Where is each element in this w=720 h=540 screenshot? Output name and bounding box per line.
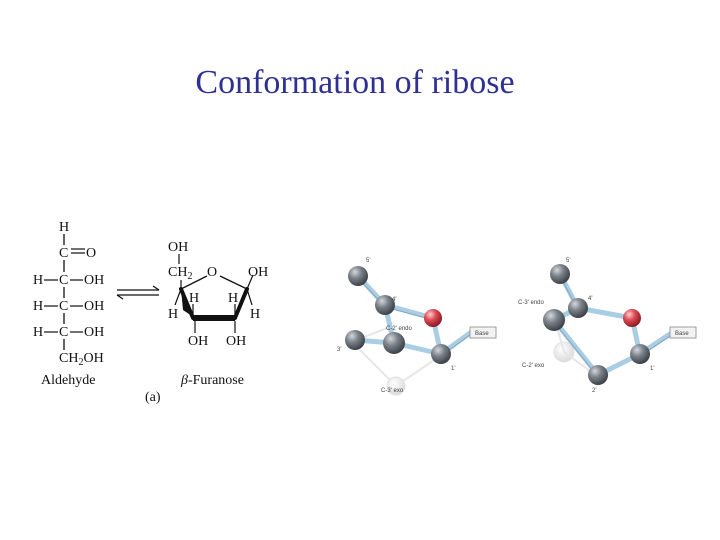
carbon-atom-5p [550, 264, 570, 284]
ring-bond [180, 275, 208, 290]
base-label: Base [475, 331, 489, 337]
furanose-bond [246, 288, 253, 306]
ball-stick-model-c3-endo: Base 5' 4' 2' 1' C-3' endo C-2' exo [518, 258, 697, 394]
carbon-atom-3p [543, 309, 565, 331]
fischer-oxygen: O [86, 246, 96, 261]
panel-label-a: (a) [145, 390, 161, 405]
furanose-ring-o: O [207, 265, 217, 280]
haworth-furanose: OH CH2 O OH H H H H OH OH β-Furanose (a) [145, 240, 268, 405]
label-1p: 1' [451, 366, 455, 372]
fischer-row2-left: H [33, 299, 43, 314]
fischer-row1-left: H [33, 273, 43, 288]
fischer-projection: H C O H C OH H C OH H C OH CH2OH Aldehyd… [33, 220, 104, 388]
fischer-top-h: H [59, 220, 69, 235]
furanose-h-out-left: H [168, 307, 178, 322]
fischer-ch: CH [59, 351, 78, 366]
ball-stick-model-c2-endo: Base 5' 4' 3' 1' C-2' endo C-3' exo [337, 258, 497, 396]
furanose-oh-bottom-left: OH [188, 334, 208, 349]
slide-title: Conformation of ribose [195, 64, 515, 101]
base-box [669, 326, 697, 339]
carbon-atom-2p [588, 365, 608, 385]
fischer-row3-center: C [59, 325, 68, 340]
fischer-row1-right: OH [84, 273, 104, 288]
carbon-atom-2p [383, 332, 405, 354]
furanose-ch2-oh: OH [168, 240, 188, 255]
ring-bond [219, 275, 248, 290]
furanose-h-out-right: H [250, 307, 260, 322]
ghost-atom [386, 376, 406, 396]
fischer-ch2oh: CH2OH [59, 351, 104, 368]
furanose-oh-bottom-right: OH [226, 334, 246, 349]
label-1p: 1' [650, 366, 654, 372]
label-4p: 4' [588, 296, 592, 302]
carbon-atom-3p [345, 330, 365, 350]
oxygen-atom-ring [424, 309, 442, 327]
carbon-atom-5p [348, 266, 368, 286]
furanose-oh-right: OH [248, 265, 268, 280]
carbon-atom-4p [375, 295, 395, 315]
furanose-caption-beta: β [180, 373, 188, 388]
base-label: Base [675, 331, 689, 337]
furanose-bond [246, 274, 254, 290]
label-5p: 5' [366, 258, 370, 264]
label-3p: 3' [337, 347, 341, 353]
base-box [469, 326, 497, 339]
label-2p: 2' [592, 388, 596, 394]
fischer-sub: 2 [78, 357, 83, 368]
furanose-sub: 2 [187, 271, 192, 282]
furanose-h-in-left: H [189, 291, 199, 306]
furanose-ch: CH [168, 265, 187, 280]
carbon-atom-1p [630, 344, 650, 364]
fischer-row3-left: H [33, 325, 43, 340]
furanose-caption: β-Furanose [180, 373, 244, 388]
carbon-atom-1p [431, 344, 451, 364]
carbon-atom-4p [568, 298, 588, 318]
furanose-bond [174, 288, 182, 306]
fischer-carbonyl-c: C [59, 246, 68, 261]
ring-bond-thick [233, 287, 249, 320]
fischer-row2-center: C [59, 299, 68, 314]
label-conformation-endo: C-2' endo [386, 326, 412, 332]
fischer-row1-center: C [59, 273, 68, 288]
bond-group [551, 271, 673, 378]
label-4p: 4' [392, 297, 396, 303]
equilibrium-arrow [116, 285, 160, 300]
furanose-caption-rest: -Furanose [188, 373, 244, 388]
oxygen-atom-ring [623, 309, 641, 327]
fischer-caption: Aldehyde [41, 373, 95, 388]
furanose-ch2: CH2 [168, 265, 192, 282]
fischer-row3-right: OH [84, 325, 104, 340]
bond-group [352, 273, 473, 357]
label-5p: 5' [566, 258, 570, 264]
fischer-oh: OH [83, 351, 103, 366]
fischer-row2-right: OH [84, 299, 104, 314]
label-conformation-endo: C-3' endo [518, 300, 544, 306]
ring-bond-thick [179, 287, 195, 320]
furanose-h-in-right: H [228, 291, 238, 306]
label-conformation-exo: C-2' exo [522, 363, 545, 369]
label-conformation-exo: C-3' exo [381, 388, 404, 394]
